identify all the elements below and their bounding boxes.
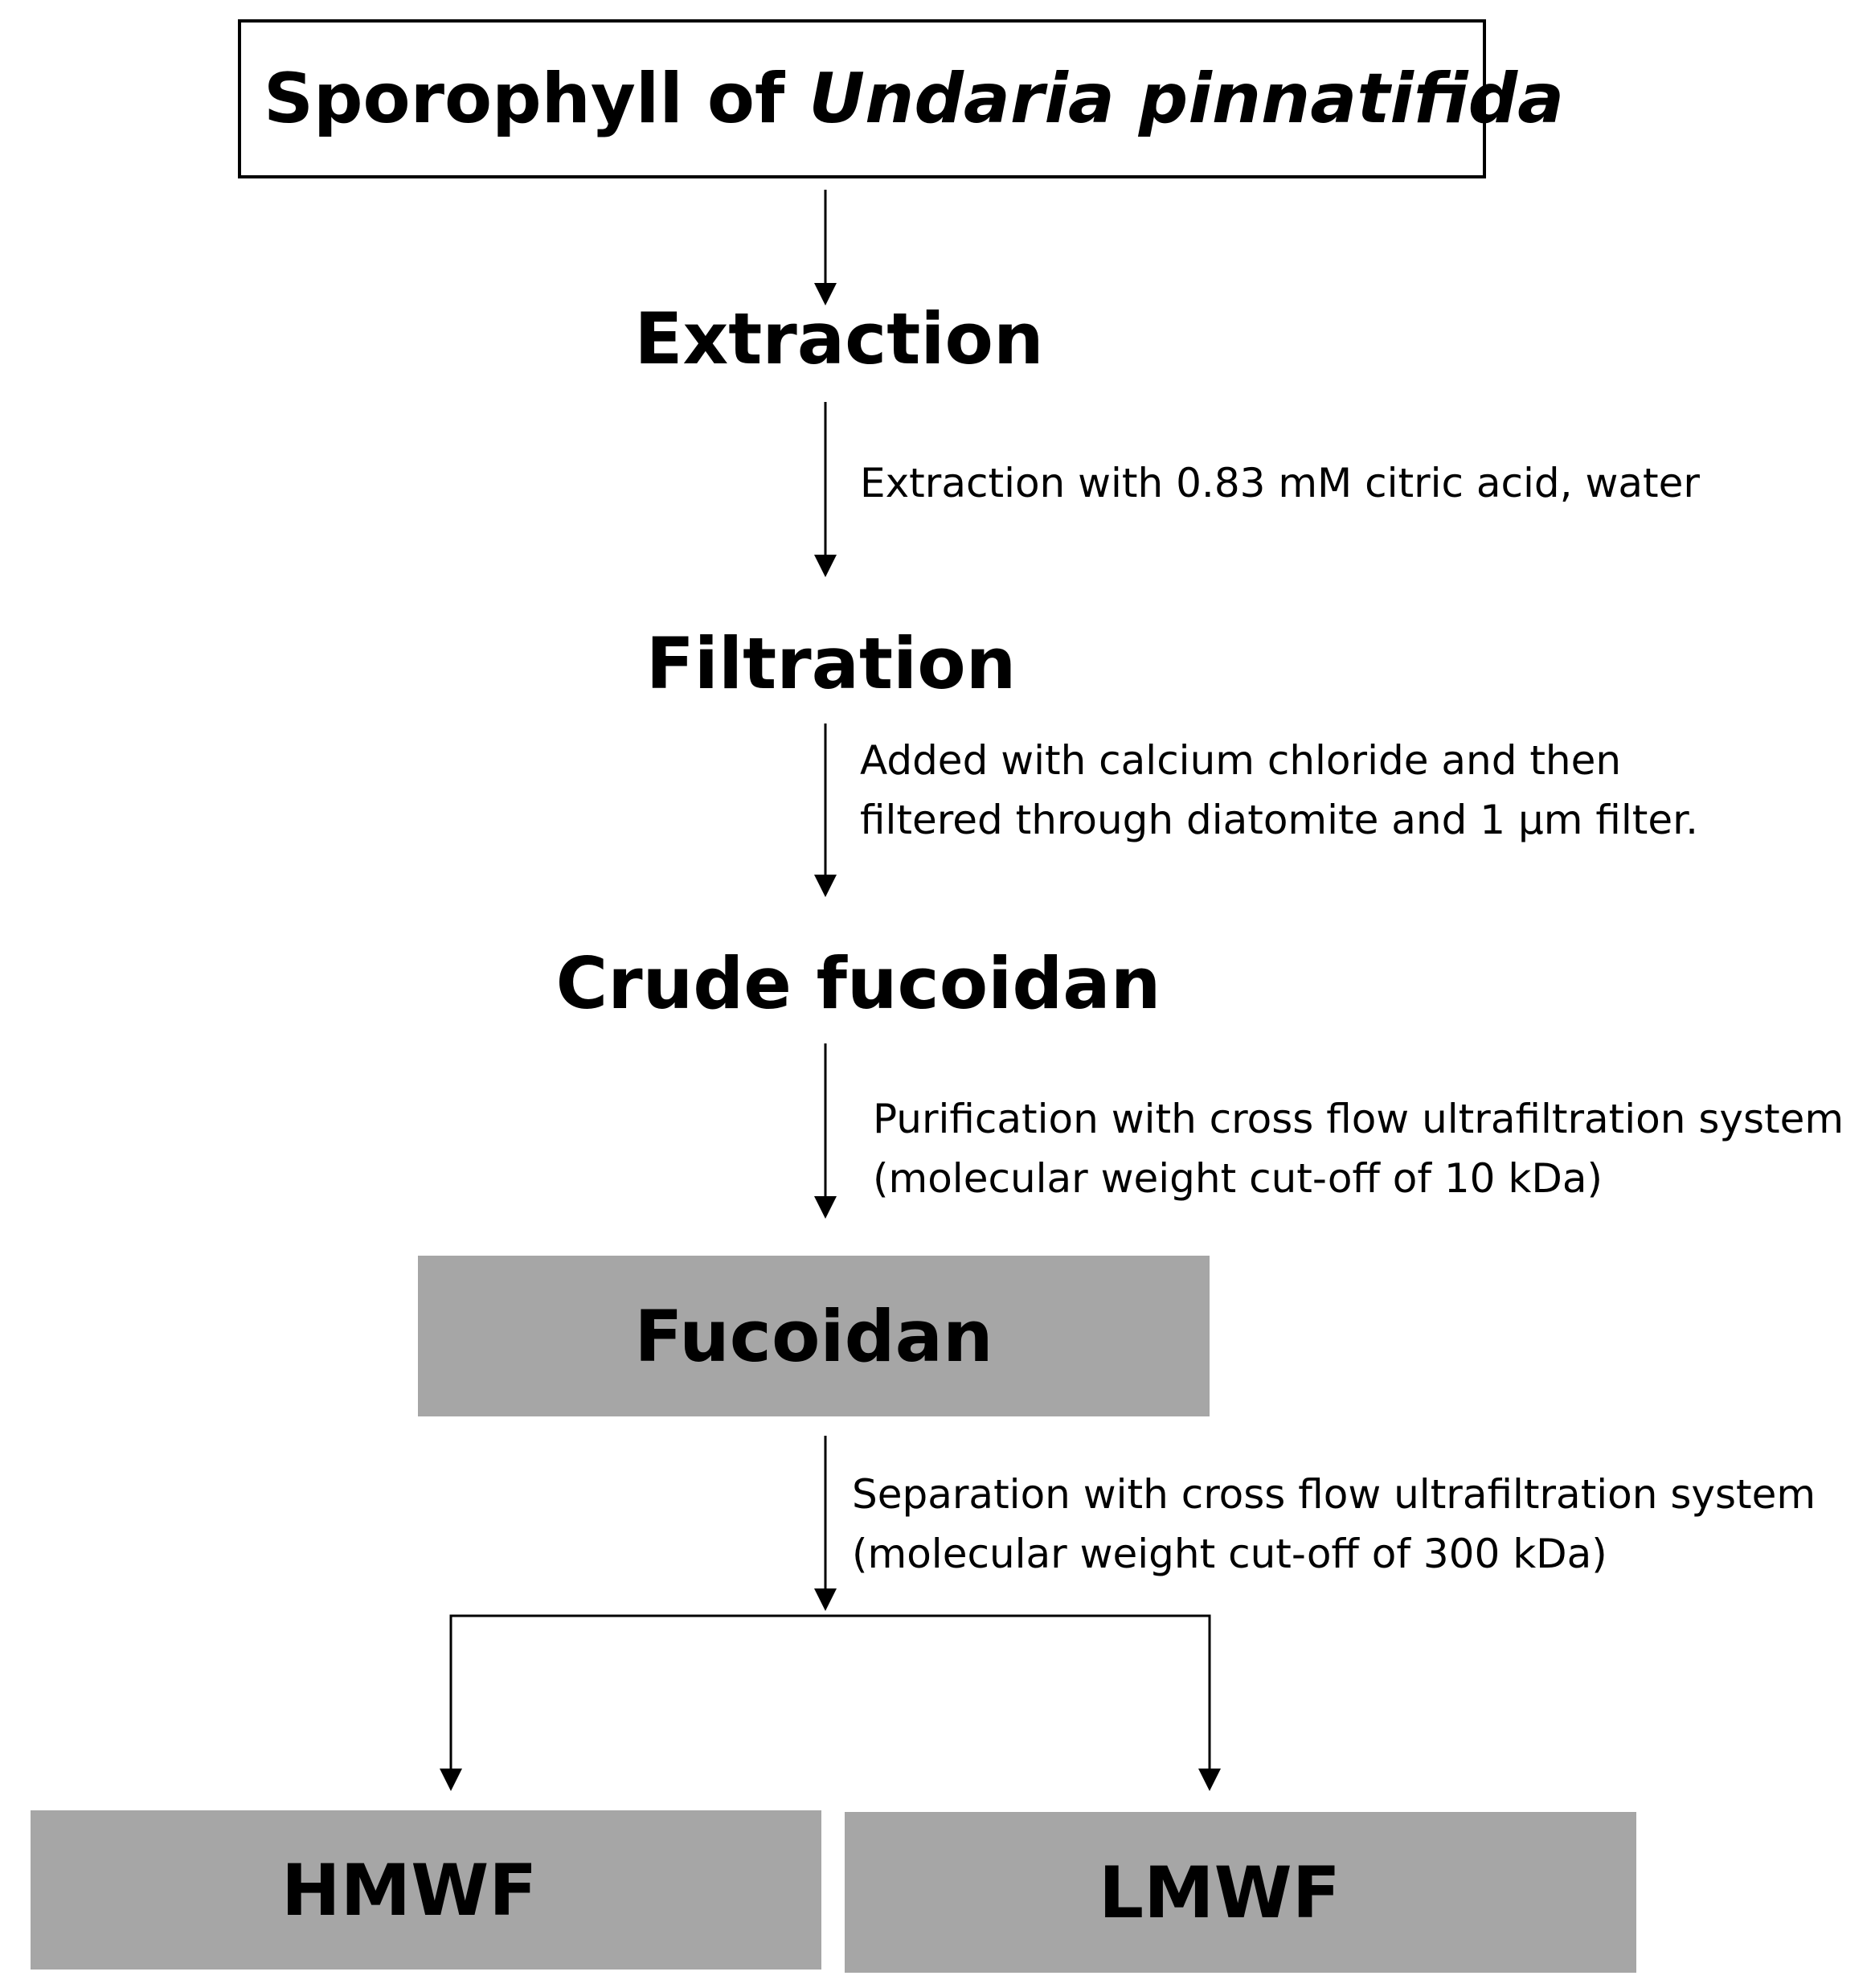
note-separation-line-1: Separation with cross flow ultrafiltrati…	[852, 1471, 1816, 1518]
arrowhead-lmwf	[1198, 1769, 1221, 1791]
product-hmwf-box: HMWF	[31, 1810, 821, 1970]
product-fucoidan-box: Fucoidan	[418, 1256, 1210, 1416]
source-material-box: Sporophyll of Undaria pinnatifida	[238, 19, 1564, 178]
step-extraction: Extraction	[634, 297, 1044, 380]
note-purification-line-2: (molecular weight cut-off of 10 kDa)	[873, 1155, 1603, 1202]
note-filtration: Added with calcium chloride and then fil…	[860, 731, 1698, 850]
arrowhead-source-to-extraction	[814, 283, 837, 305]
note-extraction-line: Extraction with 0.83 mM citric acid, wat…	[860, 460, 1700, 506]
product-lmwf-label: LMWF	[1099, 1851, 1341, 1934]
arrowhead-crude-to-fucoidan	[814, 1196, 837, 1219]
note-filtration-line-2: filtered through diatomite and 1 µm filt…	[860, 797, 1698, 843]
product-fucoidan-label: Fucoidan	[634, 1294, 993, 1378]
step-crude-fucoidan: Crude fucoidan	[555, 942, 1161, 1025]
note-purification-line-1: Purification with cross flow ultrafiltra…	[873, 1096, 1844, 1142]
note-extraction: Extraction with 0.83 mM citric acid, wat…	[860, 453, 1700, 513]
arrowhead-hmwf	[440, 1769, 462, 1791]
split-connector	[449, 1614, 1211, 1777]
note-separation: Separation with cross flow ultrafiltrati…	[852, 1465, 1816, 1584]
product-hmwf-label: HMWF	[281, 1848, 538, 1932]
arrowhead-fucoidan-to-split	[814, 1588, 837, 1611]
arrowhead-filtration-to-crude	[814, 875, 837, 897]
source-prefix: Sporophyll of	[264, 59, 785, 139]
note-purification: Purification with cross flow ultrafiltra…	[873, 1089, 1844, 1208]
source-species: Undaria pinnatifida	[809, 59, 1565, 139]
note-separation-line-2: (molecular weight cut-off of 300 kDa)	[852, 1531, 1607, 1577]
arrowhead-extraction-to-filtration	[814, 555, 837, 577]
note-filtration-line-1: Added with calcium chloride and then	[860, 737, 1622, 784]
step-filtration: Filtration	[645, 622, 1017, 705]
product-lmwf-box: LMWF	[845, 1812, 1636, 1973]
